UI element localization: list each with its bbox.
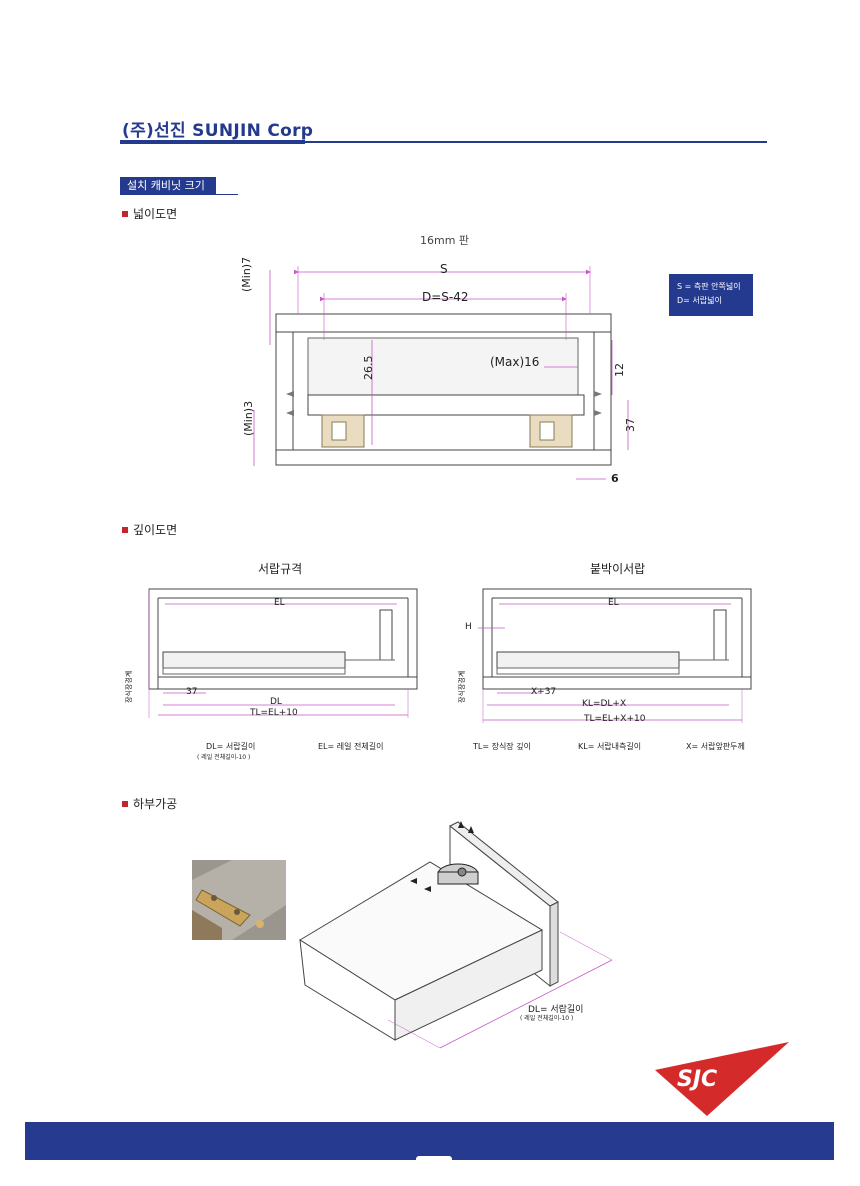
depth-left-37: 37: [186, 687, 198, 697]
depth-left-el: EL: [274, 598, 285, 608]
section-tab: 설치 캐비닛 크기: [120, 177, 216, 195]
width-legend: S = 측판 안쪽넓이 D= 서랍넓이: [669, 274, 753, 316]
width-view-heading: 넓이도면: [122, 205, 177, 222]
dim-26-5: 26.5: [362, 355, 375, 381]
note-x: X= 서랍앞판두께: [686, 742, 745, 751]
bullet-icon: [122, 801, 128, 807]
bullet-icon: [122, 527, 128, 533]
dim-min3: (Min)3: [242, 400, 255, 436]
dim-s: S: [440, 262, 448, 276]
dim-d: D=S-42: [422, 290, 469, 304]
depth-right-h: H: [465, 622, 472, 632]
bracket-photo: [192, 860, 286, 940]
depth-right-tl: TL=EL+X+10: [584, 714, 646, 724]
depth-left-title: 서랍규격: [258, 562, 303, 576]
dim-min7: (Min)7: [240, 256, 253, 292]
bottom-view-heading: 하부가공: [122, 795, 177, 812]
legend-d: D= 서랍넓이: [677, 296, 722, 305]
depth-right-title: 붙박이서랍: [590, 562, 646, 576]
note-kl: KL= 서랍내측길이: [578, 742, 642, 751]
bottom-dl-sub: ( 레일 전체길이-10 ): [520, 1015, 574, 1022]
depth-drawings: [148, 588, 752, 723]
dim-max16: (Max)16: [490, 355, 540, 369]
note-el: EL= 레일 전체길이: [318, 742, 384, 751]
bottom-dl: DL= 서랍길이: [528, 1005, 584, 1015]
note-tl: TL= 장식장 깊이: [473, 742, 531, 751]
depth-left-tl: TL=EL+10: [250, 708, 298, 718]
legend-s: S = 측판 안쪽넓이: [677, 282, 741, 291]
dim-12: 12: [613, 363, 626, 377]
depth-left-dl: DL: [270, 697, 282, 707]
depth-right-el: EL: [608, 598, 619, 608]
dim-6: 6: [611, 472, 619, 485]
depth-right-kl: KL=DL+X: [582, 699, 627, 709]
panel-label: 16mm 판: [420, 234, 470, 247]
company-name: (주)선진 SUNJIN Corp: [122, 121, 314, 141]
logo-text: SJC: [677, 1067, 717, 1092]
depth-left-side-label: 장식장경계: [125, 670, 133, 703]
section-tab-underline: [216, 194, 238, 195]
isometric-drawing: [299, 821, 613, 1049]
depth-right-side-label: 장식장경계: [458, 670, 466, 703]
header-rule-accent: [120, 140, 305, 144]
dim-37: 37: [624, 418, 637, 432]
footer-tab: [416, 1156, 452, 1162]
sjc-logo: SJC: [655, 1042, 789, 1116]
header-rule: [120, 141, 767, 143]
note-dl-sub: ( 레일 전체길이-10 ): [197, 754, 251, 761]
footer-bar: [25, 1122, 834, 1160]
note-dl: DL= 서랍길이: [206, 742, 256, 751]
width-drawing: [253, 266, 629, 480]
depth-right-x37: X+37: [531, 687, 557, 697]
depth-view-heading: 깊이도면: [122, 521, 177, 538]
bullet-icon: [122, 211, 128, 217]
